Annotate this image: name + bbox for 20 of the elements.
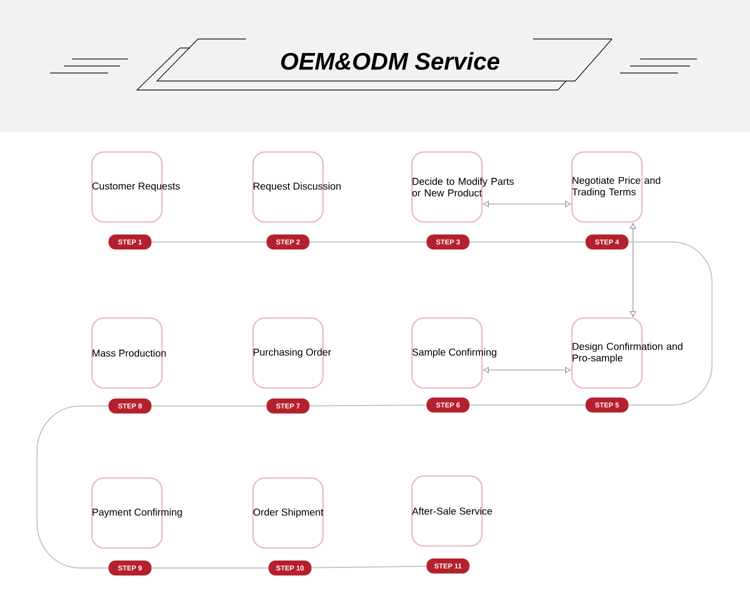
step-box: Decide to Modify Parts or New Product [411, 151, 514, 223]
title: OEM&ODM Service [281, 52, 500, 70]
step-box: Sample Confirming [411, 317, 496, 389]
connector-line [36, 406, 109, 568]
step-box: Purchasing Order [252, 317, 332, 389]
step-box: After-Sale Service [411, 475, 492, 547]
step-box: Design Confirmation and Pro-sample [571, 317, 682, 389]
connector-line [309, 404, 427, 406]
step-box: Customer Requests [91, 151, 180, 223]
step-box: Mass Production [91, 317, 166, 389]
step-box: Order Shipment [252, 477, 324, 549]
double-arrow [483, 200, 571, 208]
step-box: Payment Confirming [91, 477, 182, 549]
double-arrow [630, 223, 636, 317]
connector-line [469, 404, 586, 406]
step-box: Negotiate Price and Trading Terms [571, 151, 660, 223]
double-arrow [483, 366, 571, 374]
connector-line [311, 566, 427, 568]
step-box: Request Discussion [252, 151, 341, 223]
connector-line [628, 242, 712, 406]
